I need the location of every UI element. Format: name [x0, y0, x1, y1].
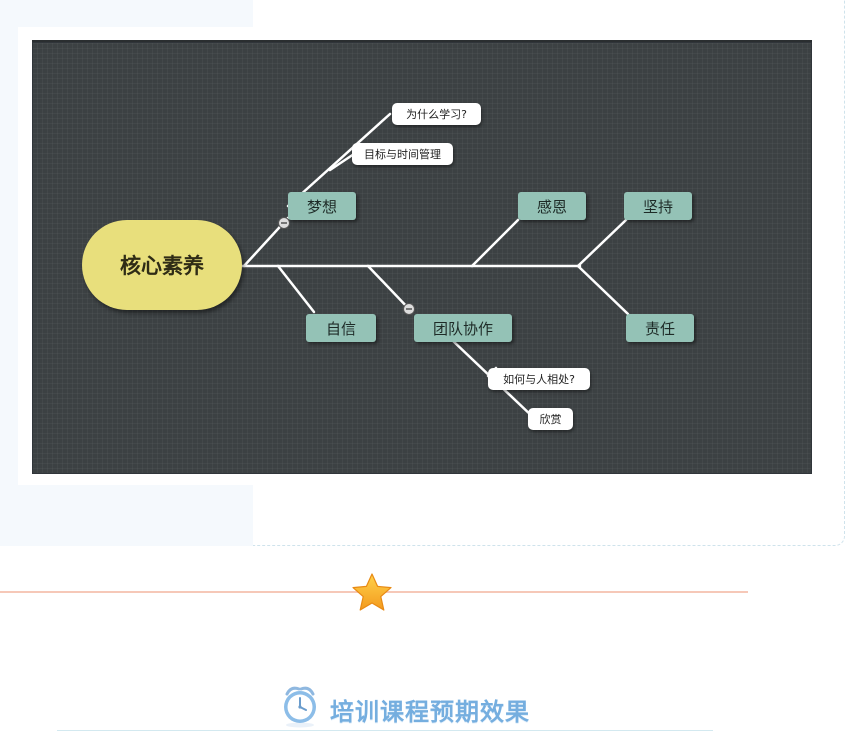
connector-responsibility	[576, 264, 630, 316]
connector-persistence	[576, 218, 628, 268]
branch-responsibility[interactable]: 责任	[626, 314, 694, 342]
star-icon	[352, 573, 392, 611]
root-node[interactable]: 核心素养	[82, 220, 242, 310]
connector-why-learn	[286, 112, 392, 208]
subtopic-get-along[interactable]: 如何与人相处?	[488, 368, 590, 390]
connector-teamwork	[366, 264, 412, 312]
mindmap-card: 核心素养 梦想 自信 团队协作 感恩 坚持 责任 为什么学习? 目标与时间管理 …	[0, 0, 845, 546]
subtopic-why-learn[interactable]: 为什么学习?	[392, 103, 481, 125]
section-title-underline	[57, 730, 713, 731]
collapse-toggle-teamwork[interactable]	[403, 303, 415, 315]
subtopic-goals-time[interactable]: 目标与时间管理	[352, 143, 453, 165]
branch-teamwork[interactable]: 团队协作	[414, 314, 512, 342]
section-title-bar: 培训课程预期效果	[0, 684, 849, 732]
subtopic-appreciate[interactable]: 欣赏	[528, 408, 573, 430]
collapse-toggle-dream[interactable]	[278, 217, 290, 229]
connector-gratitude	[470, 218, 520, 268]
connector-confidence	[276, 264, 316, 314]
branch-confidence[interactable]: 自信	[306, 314, 376, 342]
connector-goals-time	[328, 152, 356, 172]
mindmap-image: 核心素养 梦想 自信 团队协作 感恩 坚持 责任 为什么学习? 目标与时间管理 …	[32, 40, 812, 474]
branch-gratitude[interactable]: 感恩	[518, 192, 586, 220]
branch-dream[interactable]: 梦想	[288, 192, 356, 220]
branch-persistence[interactable]: 坚持	[624, 192, 692, 220]
section-title: 培训课程预期效果	[330, 698, 530, 726]
alarm-clock-icon	[284, 686, 316, 728]
